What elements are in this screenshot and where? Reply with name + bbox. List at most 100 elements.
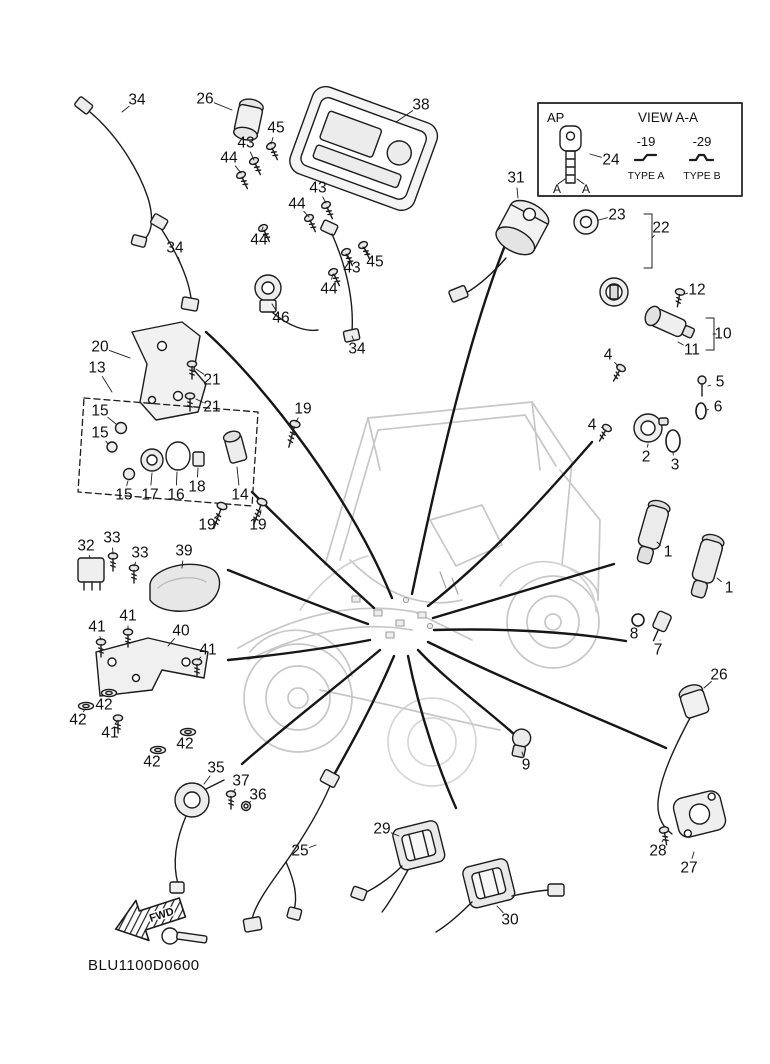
- callout-leader-line: [234, 165, 242, 174]
- callout-leader-line: [684, 292, 688, 295]
- part-callout-29: 29: [373, 821, 390, 838]
- part-callout-46: 46: [272, 310, 289, 327]
- part-callout-44: 44: [250, 232, 268, 249]
- part-callout-41: 41: [101, 725, 118, 742]
- part-callout-9: 9: [522, 757, 531, 774]
- callout-leader-line: [150, 472, 153, 486]
- callout-leader-line: [589, 153, 602, 158]
- callout-leader-line: [82, 708, 86, 713]
- part-callout-34: 34: [166, 240, 184, 257]
- callout-leader-line: [108, 349, 131, 359]
- harness-25: [242, 768, 340, 933]
- callout-leader-line: [362, 246, 370, 255]
- sensor-7: [652, 610, 672, 642]
- part-callout-42: 42: [69, 712, 86, 729]
- callout-leader-line: [261, 226, 264, 231]
- lock-cylinder-22: [599, 277, 629, 307]
- callout-leader-line: [101, 376, 113, 393]
- o-ring-3: [665, 429, 681, 453]
- callout-leader-line: [390, 832, 400, 837]
- part-callout-41: 41: [199, 642, 216, 659]
- callout-leader-line: [181, 560, 184, 569]
- callout-leader-line: [703, 681, 712, 689]
- view-aa-inset: AP VIEW A-A A A -19 -29 TYPE A TYPE B: [537, 102, 743, 197]
- callout-leader-line: [236, 466, 240, 486]
- part-callout-1: 1: [664, 544, 673, 561]
- part-callout-11: 11: [684, 342, 700, 359]
- callout-leader-line: [88, 555, 91, 559]
- sensor-46: [254, 274, 319, 332]
- gasket-8: [631, 613, 645, 627]
- part-callout-37: 37: [232, 773, 249, 790]
- ignition-coil-1b: [690, 533, 725, 599]
- part-callout-13: 13: [88, 360, 105, 377]
- callout-leader-line: [351, 335, 354, 341]
- callout-leader-line: [637, 624, 640, 628]
- part-callout-38: 38: [412, 97, 429, 114]
- part-callout-43: 43: [309, 180, 326, 197]
- bolt-19a: [283, 418, 302, 450]
- callout-leader-line: [197, 467, 199, 478]
- callout-leader-line: [167, 638, 175, 647]
- callout-leader-line: [691, 851, 695, 859]
- callout-leader-line: [270, 137, 274, 145]
- horn-35: [169, 779, 225, 894]
- callout-leader-line: [614, 361, 619, 367]
- callout-leader-line: [232, 788, 236, 793]
- washer-42a: [77, 701, 95, 711]
- variant-type-a: TYPE A: [628, 170, 665, 182]
- ignition-switch-31: [448, 199, 550, 303]
- part-callout-16: 16: [167, 487, 184, 504]
- part-callout-6: 6: [714, 399, 723, 416]
- part-callout-44: 44: [220, 150, 238, 167]
- callout-leader-line: [395, 110, 414, 123]
- part-callout-10: 10: [714, 326, 732, 343]
- part-callout-28: 28: [649, 843, 666, 860]
- screw-37: [225, 790, 237, 810]
- part-callout-4: 4: [604, 347, 613, 364]
- callout-leader-line: [249, 151, 255, 161]
- part-callout-44: 44: [288, 196, 306, 213]
- part-callout-27: 27: [680, 860, 697, 877]
- callout-leader-line: [195, 398, 204, 403]
- wire-lead-34c: [320, 219, 361, 343]
- part-callout-12: 12: [688, 282, 705, 299]
- bracket-40: [95, 637, 209, 697]
- callout-leader-line: [114, 720, 118, 725]
- callout-leader-line: [99, 636, 102, 641]
- variant-type-b: TYPE B: [683, 170, 720, 182]
- part-callout-15: 15: [91, 425, 108, 442]
- part-callout-8: 8: [630, 626, 639, 643]
- relay-32: [77, 557, 105, 591]
- part-callout-19: 19: [294, 401, 311, 418]
- part-callout-39: 39: [175, 543, 192, 560]
- hub-fittings: [351, 571, 459, 639]
- part-callout-33: 33: [131, 545, 148, 562]
- part-callout-42: 42: [176, 736, 193, 753]
- dashed-group-13: [77, 397, 259, 507]
- part-callout-36: 36: [249, 787, 266, 804]
- connector-30-plug: [547, 883, 565, 897]
- screw-4b: [594, 422, 614, 444]
- part-callout-21: 21: [203, 372, 220, 389]
- meter-assembly: [289, 85, 439, 212]
- bracket-27: [672, 790, 727, 838]
- switch-9: [511, 728, 532, 759]
- sensor-26-right: [678, 684, 710, 719]
- viewbox-title: VIEW A-A: [638, 110, 698, 125]
- variant-ref-b: -29: [693, 134, 712, 149]
- fwd-arrow: FWD: [114, 897, 187, 942]
- wire-lead-34b: [149, 213, 200, 312]
- section-mark-a2: A: [582, 182, 590, 196]
- part-callout-19: 19: [198, 517, 215, 534]
- callout-leader-line: [707, 384, 711, 387]
- callout-leader-line: [126, 480, 129, 486]
- part-callout-26: 26: [710, 667, 727, 684]
- callout-leader-line: [295, 417, 299, 423]
- sensor-26-top: [233, 98, 264, 141]
- callout-leader-line: [175, 471, 178, 486]
- part-callout-41: 41: [88, 619, 105, 636]
- callout-leader-line: [656, 541, 662, 546]
